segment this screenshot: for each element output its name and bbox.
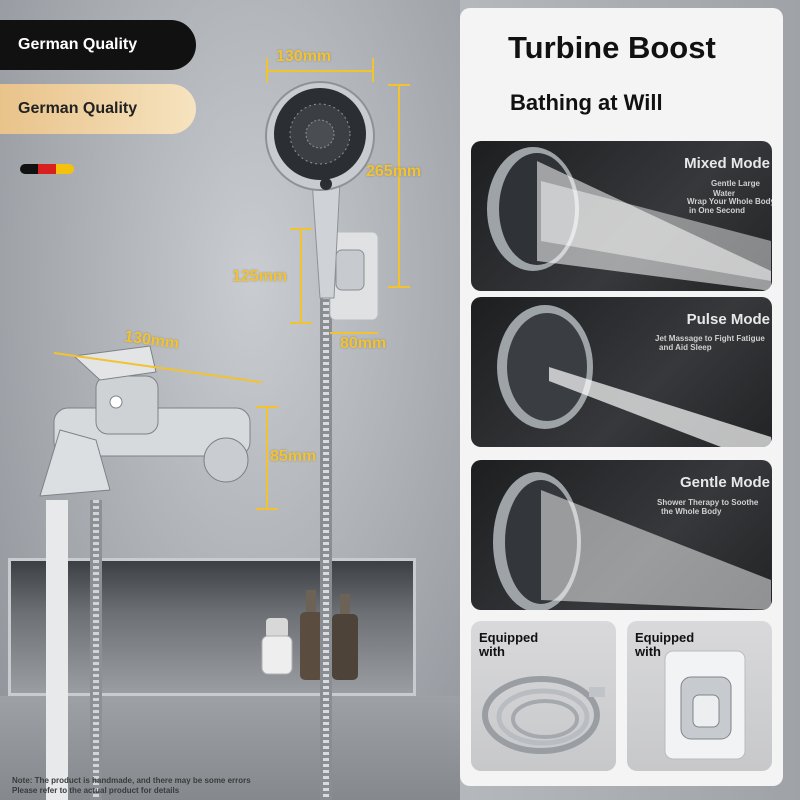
dim-tick [388,84,410,86]
dim-tick [290,322,312,324]
mode-desc-line: Water [713,189,735,198]
accessory-hose-card: Equipped with [471,621,616,771]
accessory-label-line: with [479,644,505,659]
dim-line-holder-height [300,228,302,324]
german-flag-icon [20,164,74,174]
dim-line-head-width [266,70,374,72]
mode-name: Mixed Mode [684,155,770,172]
scene-illustration [39,81,379,800]
footnote: Note: The product is handmade, and there… [12,776,251,796]
dim-tick [256,508,278,510]
panel-title: Turbine Boost [508,30,716,65]
dim-holder-height: 125mm [232,268,288,285]
footnote-line: Note: The product is handmade, and there… [12,776,251,785]
quality-badge-label: German Quality [18,100,138,117]
faucet-icon [39,345,251,497]
mode-desc-line: Shower Therapy to Soothe [657,498,759,507]
dim-line-faucet-height [266,406,268,510]
dim-line-head-length [398,84,400,288]
dim-faucet-height: 85mm [270,448,317,465]
dim-tick [290,228,312,230]
pump-bottle-icon [300,590,358,680]
footnote-line: Please refer to the actual product for d… [12,786,180,795]
accessory-label-line: Equipped [635,630,695,645]
panel-subtitle: Bathing at Will [510,90,663,115]
dim-tick [388,286,410,288]
bathroom-floor [0,696,460,800]
quality-badge-dark: German Quality [0,20,196,70]
dim-line-holder-width [330,332,378,334]
dim-head-length: 265mm [366,163,422,180]
holder-icon [664,650,746,760]
shower-holder-icon [329,231,379,321]
gentle-spray-icon [493,472,771,610]
dim-head-width: 130mm [276,48,332,65]
mode-desc-line: in One Second [689,206,746,215]
mode-desc-line: and Aid Sleep [659,343,712,352]
mixed-spray-icon [487,147,771,291]
flag-stripe [20,164,38,174]
mode-card-mixed: Mixed Mode Gentle Large Water Wrap Your … [471,141,772,291]
mode-card-gentle: Gentle Mode Shower Therapy to Soothe the… [471,460,772,610]
mode-desc-line: Wrap Your Whole Body [687,197,772,206]
flag-stripe [38,164,56,174]
dim-tick [372,58,374,82]
flag-stripe [56,164,74,174]
mode-card-pulse: Pulse Mode Jet Massage to Fight Fatigue … [471,297,772,447]
pulse-spray-icon [497,305,771,447]
dim-tick [256,406,278,408]
mode-name: Pulse Mode [686,311,770,328]
dim-holder-width: 80mm [340,335,387,352]
quality-badge-gold: German Quality [0,84,196,134]
accessory-label-line: with [635,644,661,659]
mode-desc-line: the Whole Body [661,507,722,516]
mode-desc-line: Jet Massage to Fight Fatigue [655,334,765,343]
quality-badge-label: German Quality [18,36,138,53]
accessory-label-line: Equipped [479,630,539,645]
accessory-holder-card: Equipped with [627,621,772,771]
accessory-label: Equipped with [479,631,538,659]
mode-desc-line: Gentle Large [711,179,760,188]
dim-tick [266,58,268,82]
mode-name: Gentle Mode [679,474,770,491]
accessory-label: Equipped with [635,631,694,659]
jar-icon [261,618,293,675]
water-stream [46,500,68,800]
shower-head-icon [265,81,375,299]
hose-icon [482,676,605,754]
